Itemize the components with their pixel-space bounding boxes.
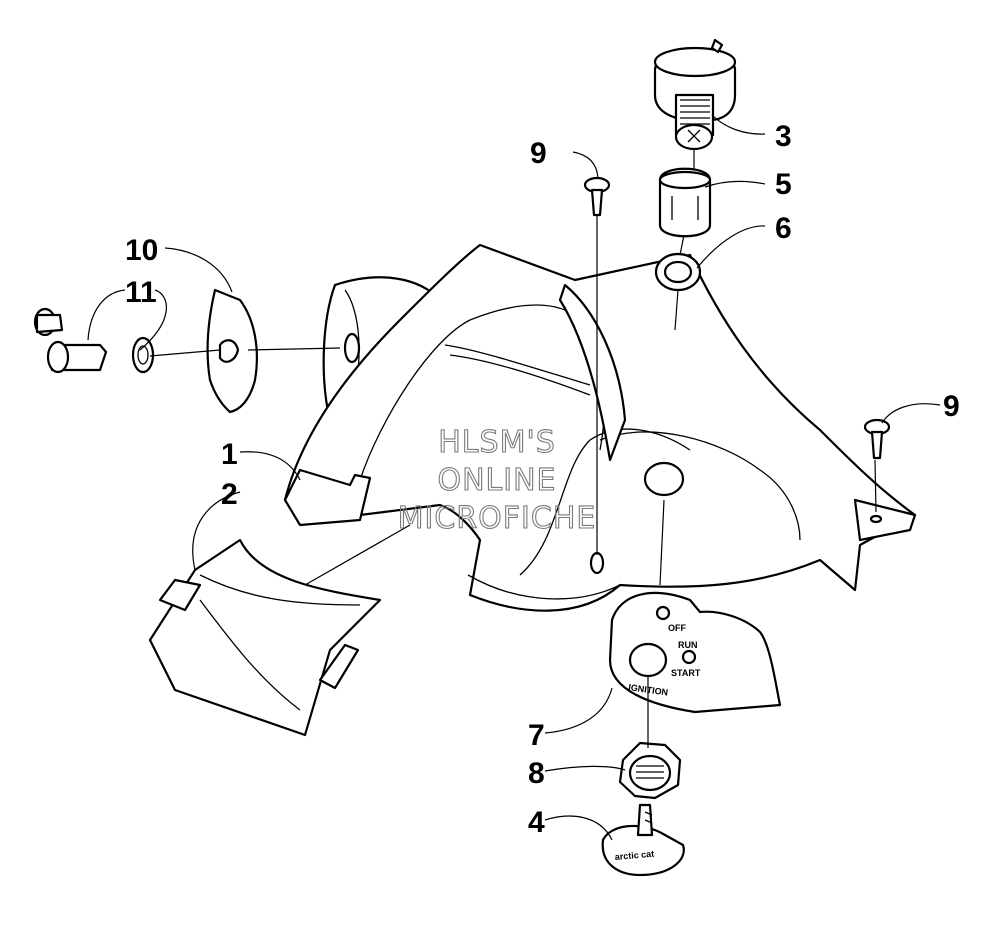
ignition-switch-part-3 — [653, 38, 737, 151]
watermark-line-3: MICROFICHE — [398, 501, 597, 536]
lock-washer-part-6 — [654, 252, 702, 292]
callout-6: 6 — [775, 212, 792, 245]
callout-numbers: 3 5 6 9 9 10 11 1 2 7 8 4 — [125, 120, 960, 839]
bushing-part-5 — [658, 167, 712, 238]
key-part-4: arctic cat — [601, 803, 685, 877]
plate-part-10 — [206, 288, 258, 414]
watermark-line-2: ONLINE — [437, 463, 556, 498]
callout-leaders — [87, 114, 941, 841]
decal-run-text: RUN — [678, 640, 698, 650]
callout-1: 1 — [221, 438, 238, 471]
socket-part-11 — [33, 307, 155, 374]
callout-11: 11 — [125, 276, 157, 309]
assembly-lines — [149, 150, 877, 748]
callout-8: 8 — [528, 757, 545, 790]
callout-9-right: 9 — [943, 390, 960, 423]
screw-part-9-right — [863, 418, 891, 460]
screw-part-9-left — [583, 176, 611, 217]
decal-start-text: START — [671, 668, 701, 678]
callout-10: 10 — [125, 234, 158, 267]
decal-off-text: OFF — [668, 623, 686, 633]
key-logo-text: arctic cat — [614, 849, 654, 862]
watermark: HLSM'S ONLINE MICROFICHE — [397, 424, 597, 536]
callout-9-left: 9 — [530, 137, 547, 170]
watermark-line-1: HLSM'S — [438, 425, 556, 460]
callout-7: 7 — [528, 719, 545, 752]
nut-part-8 — [618, 741, 682, 800]
decal-part-7: OFF RUN START IGNITION — [608, 591, 782, 714]
callout-3: 3 — [775, 120, 792, 153]
lower-bracket-part-2 — [148, 538, 382, 737]
callout-5: 5 — [775, 168, 792, 201]
console-housing — [283, 243, 917, 612]
callout-4: 4 — [528, 806, 545, 839]
callout-2: 2 — [221, 478, 238, 511]
